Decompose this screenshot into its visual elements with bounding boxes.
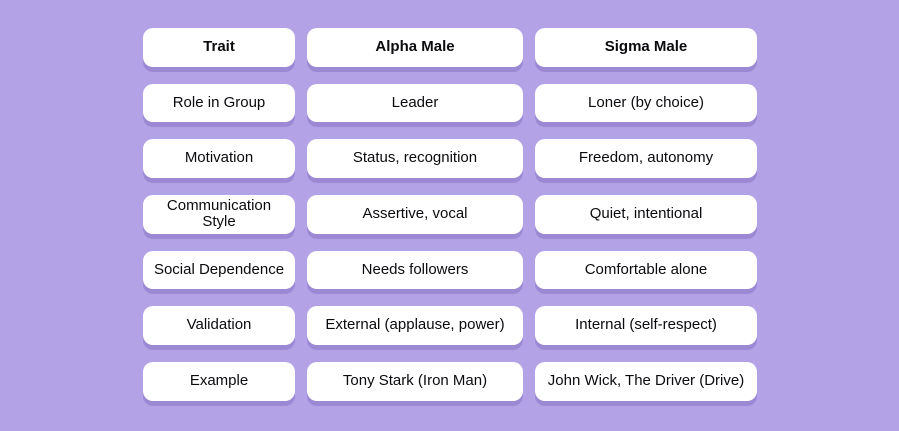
cell-motivation-sigma: Freedom, autonomy <box>535 139 757 178</box>
cell-social-dependence-sigma: Comfortable alone <box>535 250 757 290</box>
header-cell-trait: Trait <box>143 28 295 67</box>
cell-example-label: Example <box>143 362 295 401</box>
cell-social-dependence-label: Social Dependence <box>143 250 295 290</box>
cell-example-alpha: Tony Stark (Iron Man) <box>307 362 523 401</box>
cell-role-in-group-alpha: Leader <box>307 83 523 123</box>
cell-communication-label: Communication Style <box>143 195 295 234</box>
cell-motivation-alpha: Status, recognition <box>307 139 523 178</box>
cell-role-in-group-label: Role in Group <box>143 83 295 123</box>
cell-validation-alpha: External (applause, power) <box>307 306 523 345</box>
header-cell-sigma-male: Sigma Male <box>535 28 757 67</box>
cell-social-dependence-alpha: Needs followers <box>307 250 523 290</box>
cell-motivation-label: Motivation <box>143 139 295 178</box>
comparison-table: Trait Alpha Male Sigma Male Role in Grou… <box>143 28 757 401</box>
cell-communication-alpha: Assertive, vocal <box>307 195 523 234</box>
header-cell-alpha-male: Alpha Male <box>307 28 523 67</box>
cell-example-sigma: John Wick, The Driver (Drive) <box>535 362 757 401</box>
cell-role-in-group-sigma: Loner (by choice) <box>535 83 757 123</box>
cell-validation-label: Validation <box>143 306 295 345</box>
cell-validation-sigma: Internal (self-respect) <box>535 306 757 345</box>
cell-communication-sigma: Quiet, intentional <box>535 195 757 234</box>
